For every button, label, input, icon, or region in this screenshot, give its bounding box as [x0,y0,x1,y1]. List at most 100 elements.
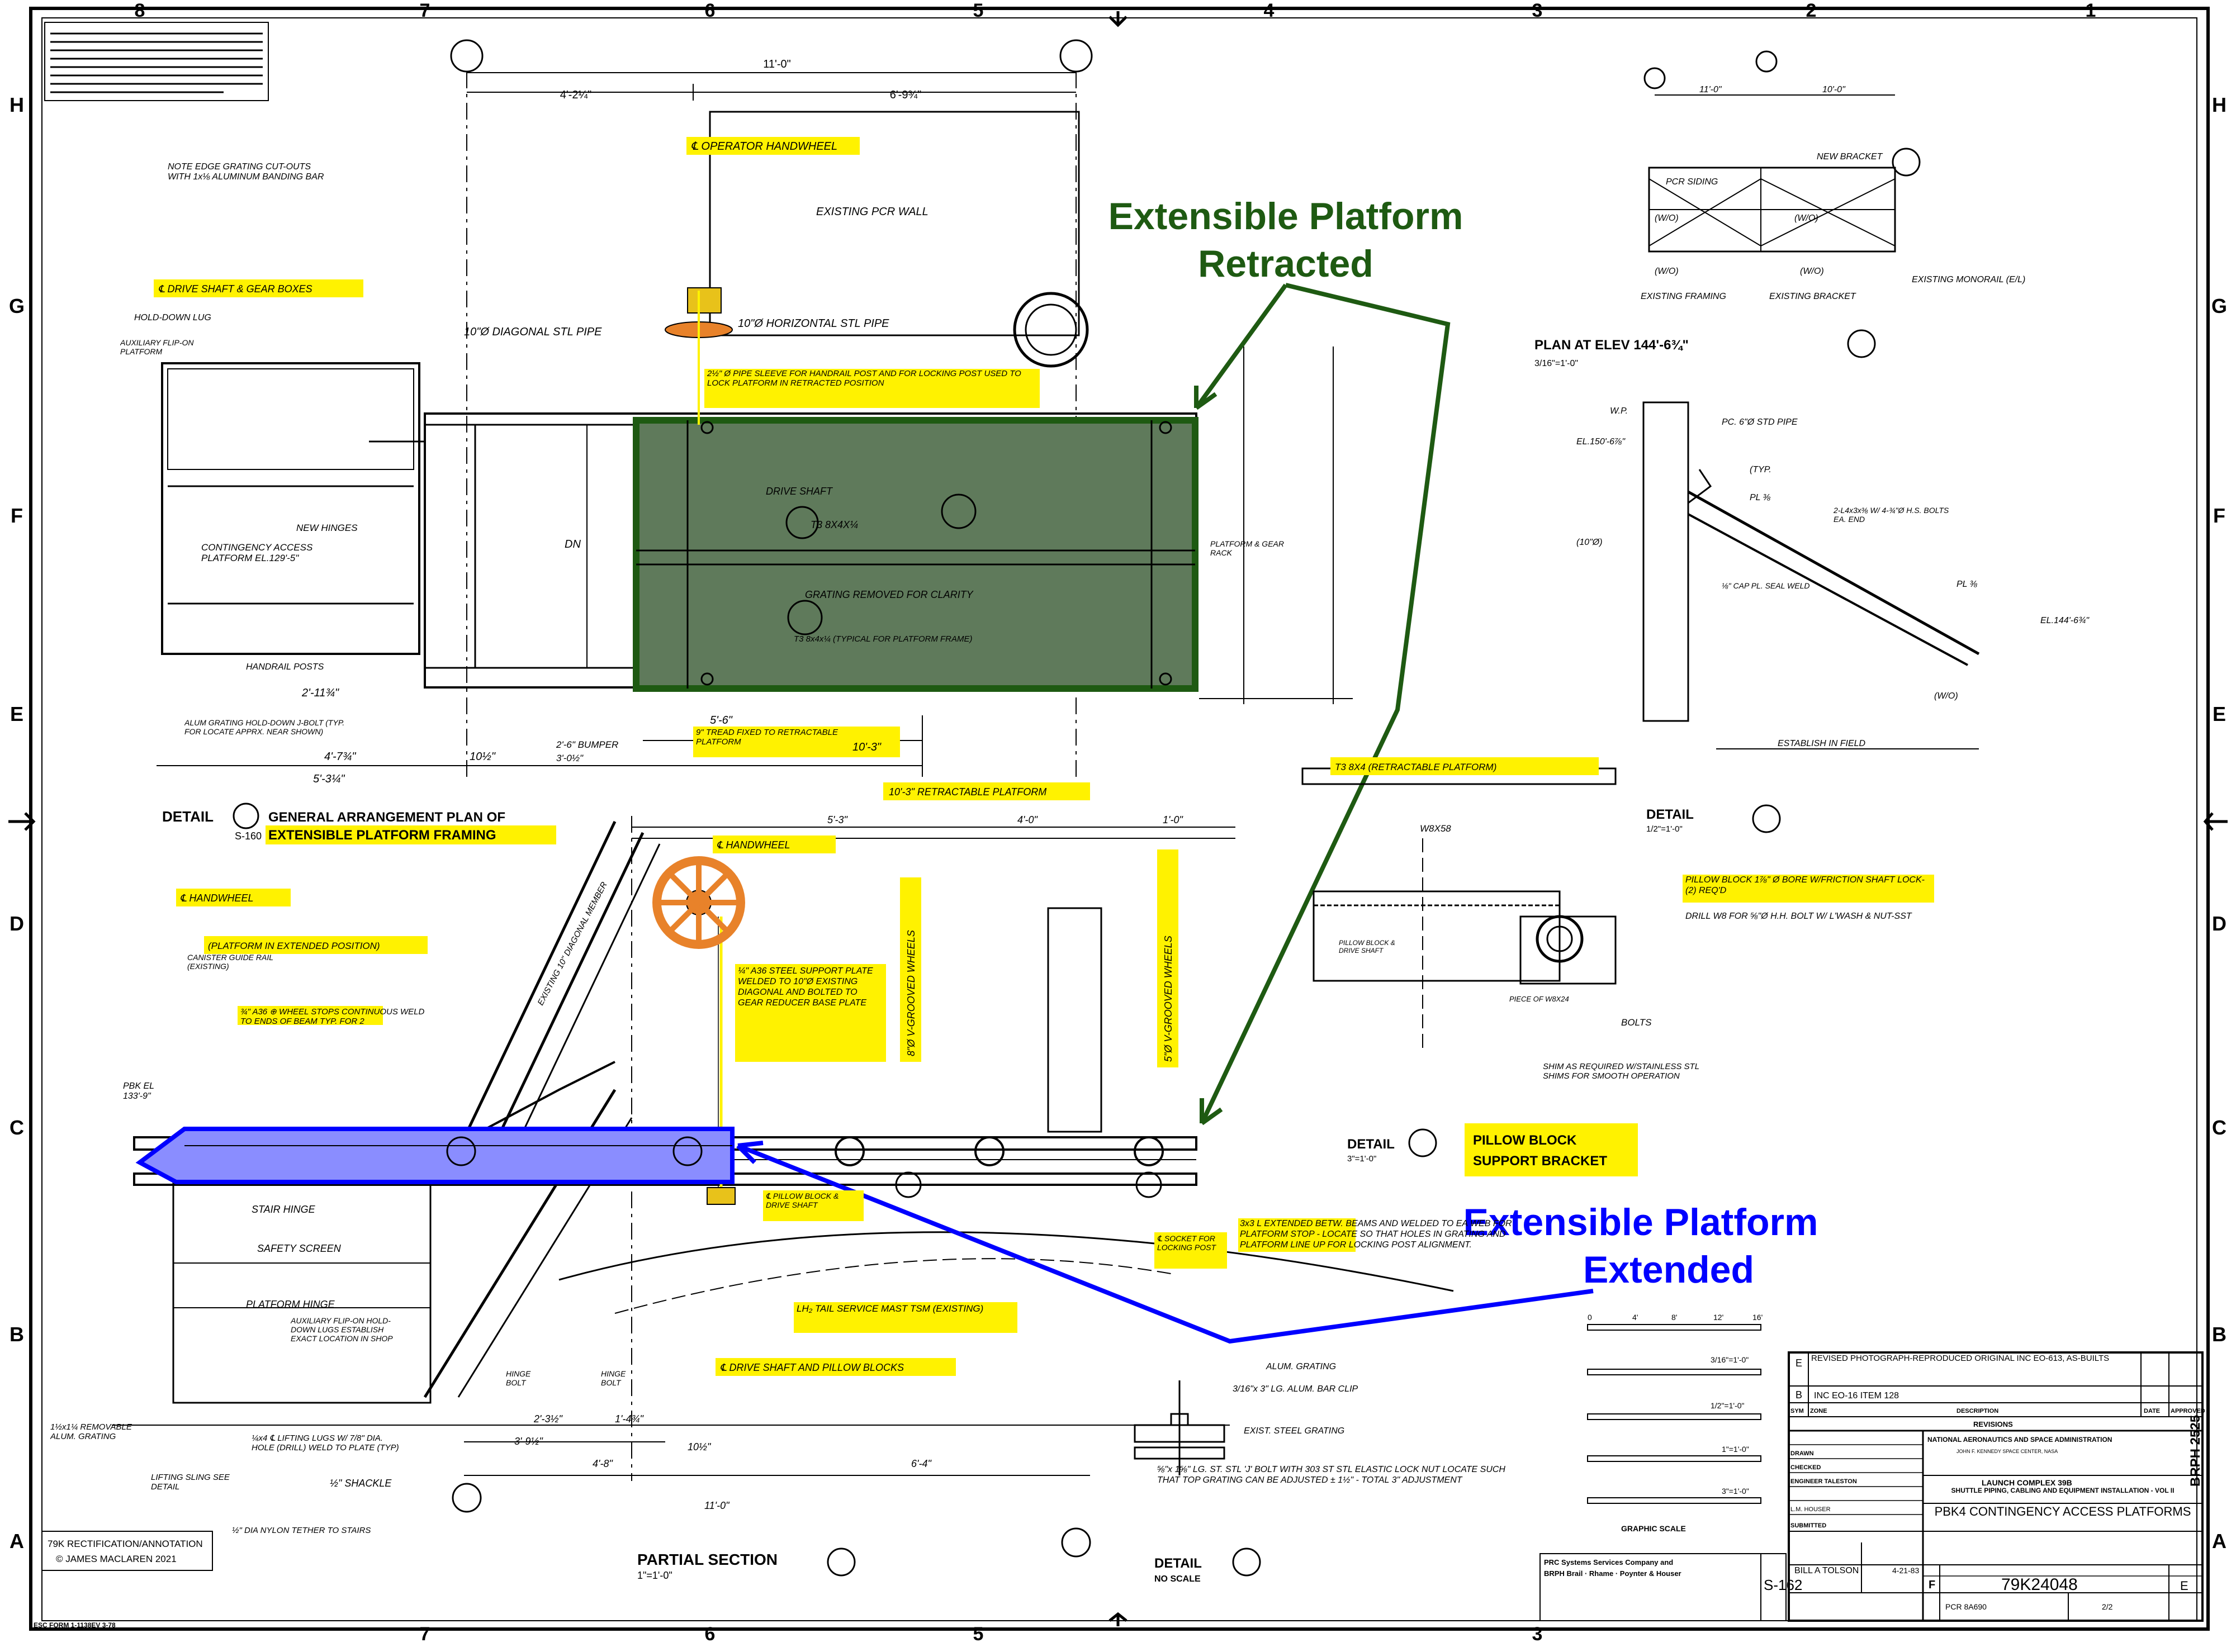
tb-firm-2: BRPH Brail · Rhame · Poynter & Houser [1544,1569,1681,1578]
tb-sig-drawn: DRAWN [1790,1450,1814,1457]
tb-rev: E [2180,1579,2188,1593]
tb-center: JOHN F. KENNEDY SPACE CENTER, NASA [1957,1449,2058,1454]
label-lifting-lugs: ¼x4 ℄ LIFTING LUGS W/ 7/8" DIA. HOLE (DR… [252,1433,399,1452]
dim-6-4-sec: 6'-4" [911,1458,932,1469]
label-pipe-sleeve: 2½" Ø PIPE SLEEVE FOR HANDRAIL POST AND … [707,369,1021,388]
extended-label-line2: Extended [1583,1249,1754,1291]
rd-el-144: EL.144'-6¾" [2040,616,2090,625]
label-pbk-el: PBK EL 133'-9" [123,1081,154,1101]
row-marker-right-g: G [2211,295,2227,317]
tb-size: F [1929,1579,1935,1591]
grid-bubble-3 [1059,39,1093,73]
retracted-label-line1: Extensible Platform [1108,195,1463,238]
label-removable: 1½x1¼ REMOVABLE ALUM. GRATING [50,1422,132,1441]
de-highlight-1: PILLOW BLOCK [1473,1133,1577,1148]
col-marker-6: 6 [705,0,716,21]
notice-text-lines [50,32,263,93]
operator-handwheel-plan [665,287,733,425]
gs-tick-0: 0 [1588,1313,1592,1322]
tb-head-sym: SYM [1790,1408,1804,1414]
label-t3-sections: T3 8x4x¼ (TYPICAL FOR PLATFORM FRAME) [794,634,973,644]
handwheel-section [652,856,745,949]
label-canister: CANISTER GUIDE RAIL (EXISTING) [187,953,273,971]
label-stair-hinge: STAIR HINGE [252,1204,316,1215]
label-handrail-posts: HANDRAIL POSTS [246,662,324,672]
df-scale: NO SCALE [1154,1574,1201,1584]
col-marker-2: 2 [1806,0,1817,21]
col-marker-bottom-5: 5 [973,1623,984,1645]
gs-row-2: 1"=1'-0" [1722,1445,1749,1454]
label-sling: LIFTING SLING SEE DETAIL [151,1473,230,1492]
dim-bumper: 2'-6" BUMPER [556,739,618,750]
dim-5-3-sec: 5'-3" [827,814,848,825]
hl-extensible-framing [266,825,556,844]
gs-tick-1: 4' [1632,1313,1638,1322]
label-safety-screen: SAFETY SCREEN [257,1243,342,1254]
detail-a-line3: EXTENSIBLE PLATFORM FRAMING [268,828,496,843]
gs-label: GRAPHIC SCALE [1621,1524,1686,1533]
df-title: DETAIL [1154,1556,1202,1571]
tb-sig-checked: CHECKED [1790,1464,1821,1471]
col-marker-5: 5 [973,0,984,21]
tb-head-approved: APPROVED [2171,1408,2205,1414]
row-marker-right-b: B [2212,1323,2226,1346]
rd-typ: (TYP. [1750,465,1771,474]
gs-tick-2: 8' [1671,1313,1677,1322]
detail-e: DETAIL 3"=1'-0" PILLOW BLOCK SUPPORT BRA… [1347,1123,1638,1176]
gs-row-0: 3/16"=1'-0" [1711,1355,1749,1364]
column-markers-bottom: 7 6 5 3 [420,1623,1543,1645]
rd-pl-3-8-b: PL ⅜ [1957,580,1978,589]
right-detail [1642,401,1980,749]
hl-t3-retractable [1330,757,1599,775]
de-highlight-2: SUPPORT BRACKET [1473,1153,1607,1169]
hl-socket [1154,1232,1227,1269]
tb-subproject: SHUTTLE PIPING, CABLING AND EQUIPMENT IN… [1951,1487,2175,1494]
label-extended-position: (PLATFORM IN EXTENDED POSITION) [208,941,380,951]
label-shackle: ½" SHACKLE [330,1478,392,1489]
rd-angles: 2-L4x3x⅜ W/ 4-¾"Ø H.S. BOLTS EA. END [1834,506,1949,524]
tb-sig-houser: L.M. HOUSER [1790,1506,1831,1513]
col-marker-3: 3 [1532,0,1543,21]
label-new-hinges: NEW HINGES [296,523,358,533]
ur-label-wo-2: (W/O) [1794,213,1818,223]
df-bar-clip: 3/16"x 3" LG. ALUM. BAR CLIP [1233,1384,1358,1394]
gs-row-3: 3"=1'-0" [1722,1487,1749,1496]
tb-head-date: DATE [2144,1408,2160,1414]
tb-sheet-ref: S-162 [1764,1577,1802,1593]
retracted-callout: Extensible Platform Retracted [1108,195,1463,1126]
dim-4-7: 4'-7¾" [324,751,356,763]
label-existing-diagonal: EXISTING 10" DIAGONAL MEMBER [536,880,609,1007]
row-marker-g: G [9,295,25,317]
ur-label-existing-bracket: EXISTING BRACKET [1769,292,1856,301]
tb-sheet: 2/2 [2102,1602,2113,1611]
label-drive-shaft: DRIVE SHAFT [766,486,833,497]
label-dn: DN [565,538,581,550]
row-marker-right-a: A [2212,1530,2226,1553]
label-wheel-stops: ¾" A36 ⊕ WHEEL STOPS CONTINUOUS WELD TO … [240,1007,425,1026]
tb-approved-date: 4-21-83 [1892,1566,1919,1575]
label-lh2-mast: LH₂ TAIL SERVICE MAST TSM (EXISTING) [797,1303,984,1314]
dc-pillow: PILLOW BLOCK 1⅞" Ø BORE W/FRICTION SHAFT… [1685,875,1925,895]
dc-t3: T3 8X4 (RETRACTABLE PLATFORM) [1335,762,1496,772]
tb-drawing-title: PBK4 CONTINGENCY ACCESS PLATFORMS [1934,1505,2191,1518]
ur-label-existing-framing: EXISTING FRAMING [1641,292,1726,301]
title-block [1539,1351,2204,1622]
label-grooved-wheels-1: 8"Ø V-GROOVED WHEELS [906,930,917,1056]
dim-11-0-plan: 11'-0" [763,58,790,70]
label-tread: 9" TREAD FIXED TO RETRACTABLE PLATFORM [696,728,838,747]
label-diagonal-pipe: 10"Ø DIAGONAL STL PIPE [464,326,602,338]
label-grating-removed: GRATING REMOVED FOR CLARITY [805,589,974,600]
ur-label-pcr-siding: PCR SIDING [1666,177,1718,187]
dim-4-2: 4'-2¼" [560,89,592,101]
hl-tread [693,727,900,757]
label-handwheel-left: ℄ HANDWHEEL [180,893,254,904]
label-hold-down: HOLD-DOWN LUG [134,313,211,322]
upper-right-plan [1643,50,1921,358]
ur-title: PLAN AT ELEV 144'-6¾" [1534,338,1689,353]
hl-extended-position [204,936,428,954]
grid-bubble-3a [450,39,484,73]
label-steel-plate: ¼" A36 STEEL SUPPORT PLATE WELDED TO 10"… [738,966,873,1008]
center-arrow-bottom [1108,1612,1128,1626]
tb-dwg-no: 79K24048 [2001,1575,2078,1594]
